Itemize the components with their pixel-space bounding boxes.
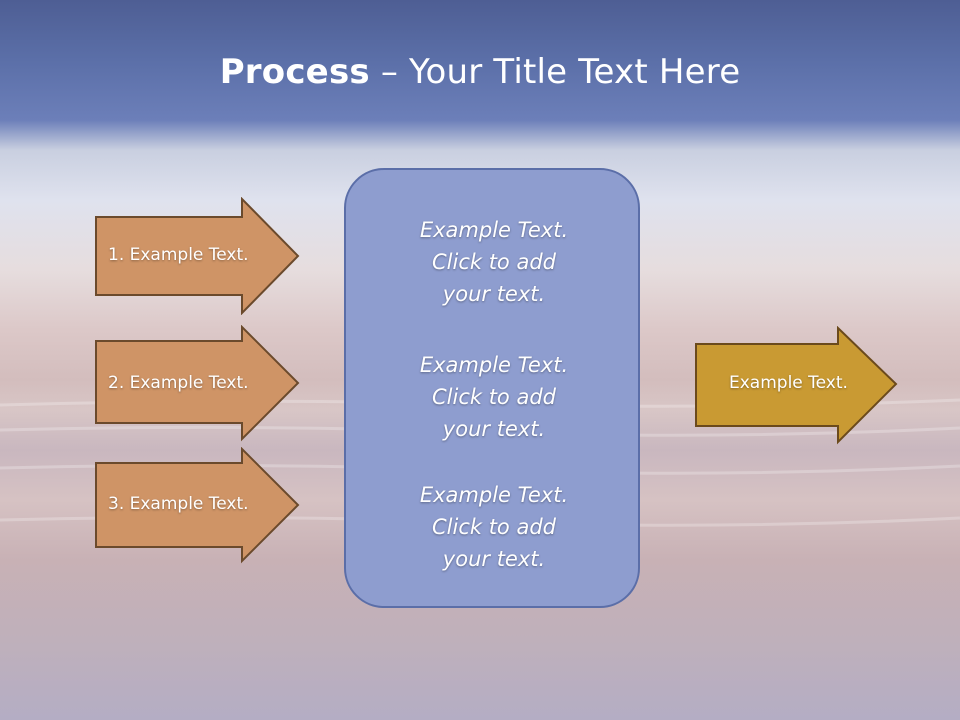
slide-title-rest: – Your Title Text Here [369, 52, 741, 92]
left-arrow-3-label: 3. Example Text. [108, 494, 249, 514]
center-text-2-line-3: your text. [442, 417, 546, 441]
center-text-block-1: Example Text. Click to add your text. [346, 214, 642, 310]
center-text-2-line-2: Click to add [431, 385, 556, 409]
center-text-block-2: Example Text. Click to add your text. [346, 349, 642, 445]
center-text-3-line-1: Example Text. [419, 483, 569, 507]
left-arrow-1-label: 1. Example Text. [108, 245, 249, 265]
slide-title: Process – Your Title Text Here [0, 52, 960, 92]
center-text-box[interactable]: Example Text. Click to add your text. Ex… [344, 168, 640, 608]
center-text-1-line-3: your text. [442, 282, 546, 306]
right-arrow[interactable] [694, 326, 900, 446]
right-arrow-label: Example Text. [729, 373, 848, 393]
center-text-1-line-2: Click to add [431, 250, 556, 274]
left-arrow-1[interactable] [94, 197, 300, 315]
center-text-2-line-1: Example Text. [419, 353, 569, 377]
center-text-1-line-1: Example Text. [419, 218, 569, 242]
center-text-3-line-2: Click to add [431, 515, 556, 539]
left-arrow-2-label: 2. Example Text. [108, 373, 249, 393]
center-text-3-line-3: your text. [442, 547, 546, 571]
left-arrow-2[interactable] [94, 325, 300, 443]
center-text-block-3: Example Text. Click to add your text. [346, 479, 642, 575]
left-arrow-3[interactable] [94, 447, 300, 565]
slide-title-bold: Process [219, 52, 370, 92]
